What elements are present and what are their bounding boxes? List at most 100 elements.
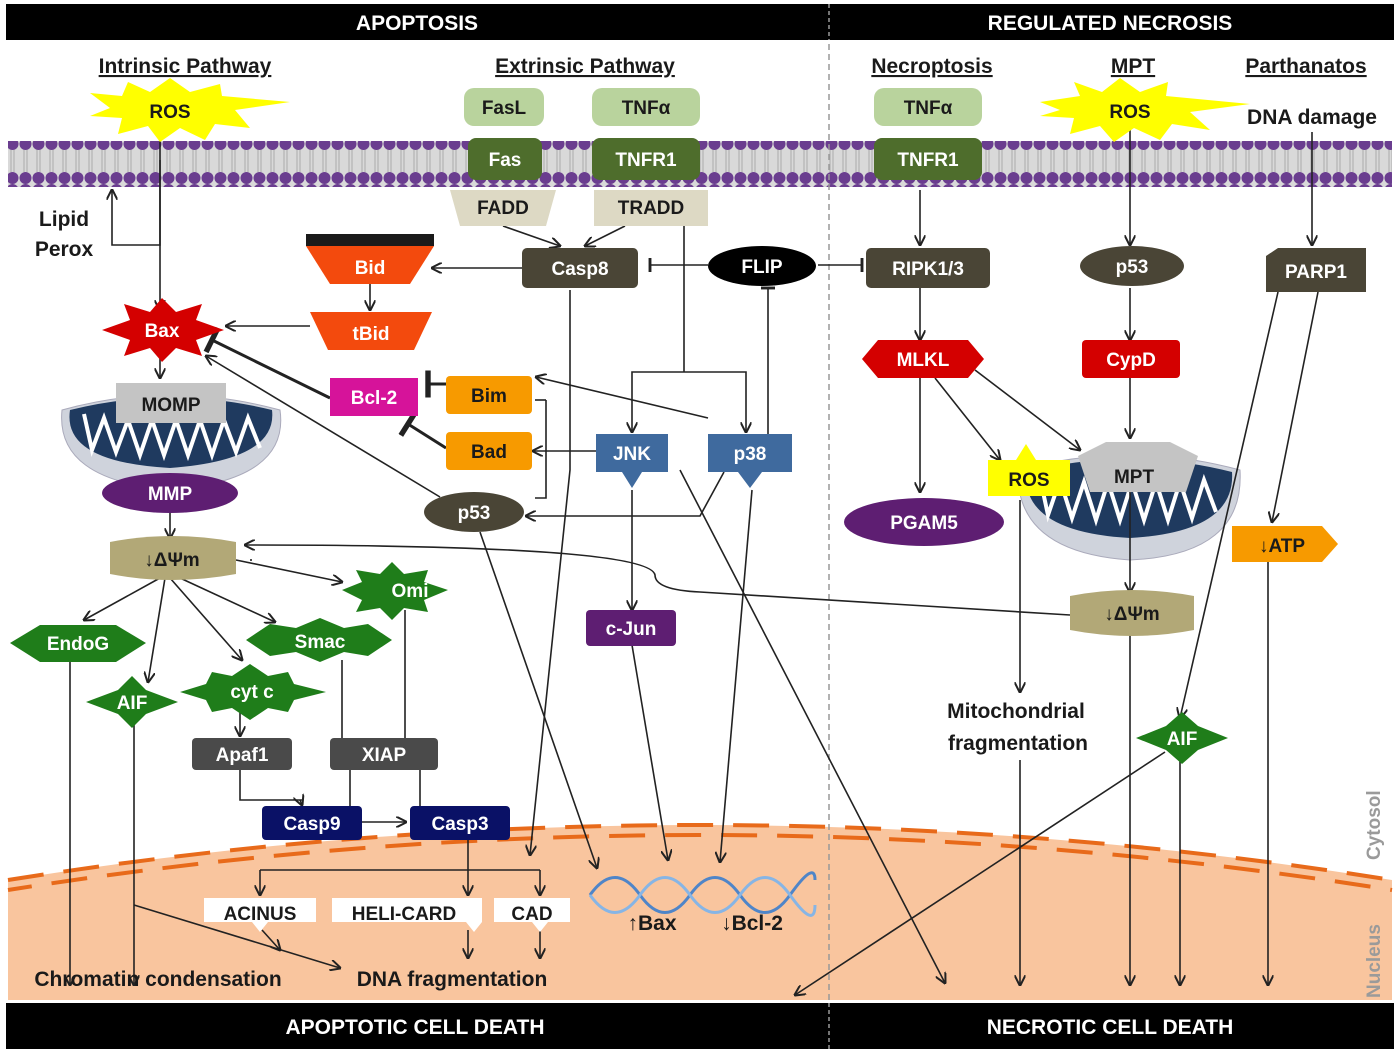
- apaf1-label: Apaf1: [216, 745, 269, 766]
- dna-helix: [588, 871, 817, 917]
- mito-fragmentation-line2: fragmentation: [948, 732, 1088, 755]
- ros-mito-node: [988, 460, 1070, 496]
- casp8-label: Casp8: [551, 259, 608, 280]
- helicard-label: HELI-CARD: [352, 904, 457, 925]
- tnfa-left-label: TNFα: [622, 98, 671, 119]
- tnfa-right-label: TNFα: [904, 98, 953, 119]
- atp-node: [1232, 526, 1338, 562]
- pgam5-label: PGAM5: [890, 513, 958, 534]
- nucleus-region: [8, 825, 1392, 1000]
- bcl2-node: [330, 378, 418, 416]
- flip-label: FLIP: [741, 257, 782, 278]
- apoptosis-header: APOPTOSIS: [356, 12, 478, 35]
- parthanatos-title: Parthanatos: [1245, 55, 1366, 78]
- fasl-label: FasL: [482, 98, 527, 119]
- nucleus-label: Nucleus: [1364, 924, 1385, 998]
- cytc-node: [180, 664, 326, 720]
- acinus-node: [204, 898, 316, 932]
- dna-damage-label: DNA damage: [1247, 106, 1377, 129]
- bim-label: Bim: [471, 386, 507, 407]
- jnk-label: JNK: [613, 444, 651, 465]
- casp3-node: [410, 806, 510, 840]
- tnfr1-left-node: [592, 138, 700, 180]
- cypd-label: CypD: [1106, 350, 1156, 371]
- xiap-label: XIAP: [362, 745, 407, 766]
- parp1-node: [1266, 248, 1366, 292]
- connectors: [70, 130, 1319, 995]
- extrinsic-pathway-title: Extrinsic Pathway: [495, 55, 675, 78]
- ros-left-label: ROS: [149, 102, 190, 123]
- aif-left-label: AIF: [117, 693, 148, 714]
- helicard-node: [332, 898, 482, 932]
- fasl-node: [464, 88, 544, 126]
- necroptosis-title: Necroptosis: [871, 55, 992, 78]
- bad-node: [446, 432, 532, 470]
- down-bcl2-label: ↓Bcl-2: [721, 912, 783, 935]
- header-bar: [6, 4, 1394, 40]
- cytc-label: cyt c: [230, 682, 274, 703]
- p38-label: p38: [734, 444, 767, 465]
- mito-fragmentation-line1: Mitochondrial: [947, 700, 1085, 723]
- fas-label: Fas: [489, 150, 522, 171]
- ros-mito-label: ROS: [1008, 470, 1049, 491]
- ros-right-label: ROS: [1109, 102, 1150, 123]
- mlkl-label: MLKL: [897, 350, 950, 371]
- cypd-node: [1082, 340, 1180, 378]
- atp-label: ↓ATP: [1259, 536, 1305, 557]
- mmp-label: MMP: [148, 484, 193, 505]
- tnfa-left-node: [592, 88, 700, 126]
- cjun-label: c-Jun: [606, 619, 657, 640]
- cytosol-label: Cytosol: [1364, 790, 1385, 860]
- tnfr1-right-node: [874, 138, 982, 180]
- bid-label: Bid: [355, 258, 386, 279]
- p53-right-label: p53: [1116, 257, 1149, 278]
- dpsi-right-node: [1070, 590, 1194, 636]
- perox-label: Perox: [35, 238, 94, 261]
- bid-node: [306, 246, 434, 284]
- apoptotic-cell-death-footer: APOPTOTIC CELL DEATH: [285, 1016, 544, 1039]
- dpsi-left-label: ↓ΔΨm: [144, 550, 199, 571]
- acinus-label: ACINUS: [224, 904, 297, 925]
- omi-node: [342, 562, 448, 620]
- p38-node: [708, 434, 792, 488]
- parp1-label: PARP1: [1285, 262, 1347, 283]
- pgam5-node: [844, 498, 1004, 546]
- momp-node: [116, 383, 226, 423]
- omi-label: Omi: [392, 581, 429, 602]
- cad-node: [494, 898, 570, 932]
- regulated-necrosis-header: REGULATED NECROSIS: [988, 12, 1233, 35]
- dpsi-right-label: ↓ΔΨm: [1104, 604, 1159, 625]
- necrotic-cell-death-footer: NECROTIC CELL DEATH: [987, 1016, 1234, 1039]
- chromatin-condensation-label: Chromatin condensation: [34, 968, 281, 991]
- tbid-label: tBid: [353, 324, 390, 345]
- endog-node: [10, 625, 146, 662]
- casp9-label: Casp9: [283, 814, 340, 835]
- bax-node: [102, 298, 224, 362]
- bax-label: Bax: [145, 321, 180, 342]
- fadd-label: FADD: [477, 198, 529, 219]
- footer-bar: [6, 1003, 1394, 1049]
- momp-label: MOMP: [141, 395, 200, 416]
- tnfr1-left-label: TNFR1: [615, 150, 677, 171]
- cjun-node: [586, 610, 676, 646]
- p53-left-label: p53: [458, 503, 491, 524]
- jnk-node: [596, 434, 668, 488]
- bad-label: Bad: [471, 442, 507, 463]
- tradd-label: TRADD: [618, 198, 685, 219]
- cad-label: CAD: [511, 904, 552, 925]
- smac-label: Smac: [295, 632, 346, 653]
- mlkl-node: [862, 340, 984, 378]
- aif-right-node: [1136, 712, 1228, 764]
- mpt-node-label: MPT: [1114, 467, 1155, 488]
- mpt-title: MPT: [1111, 55, 1156, 78]
- xiap-node: [330, 738, 438, 770]
- flip-node: [708, 246, 816, 286]
- fas-node: [468, 138, 542, 180]
- smac-node: [246, 618, 392, 662]
- ros-right-node: [1040, 78, 1250, 142]
- endog-label: EndoG: [47, 634, 109, 655]
- ros-left-node: [90, 78, 290, 142]
- tnfr1-right-label: TNFR1: [897, 150, 959, 171]
- bcl2-label: Bcl-2: [351, 388, 397, 409]
